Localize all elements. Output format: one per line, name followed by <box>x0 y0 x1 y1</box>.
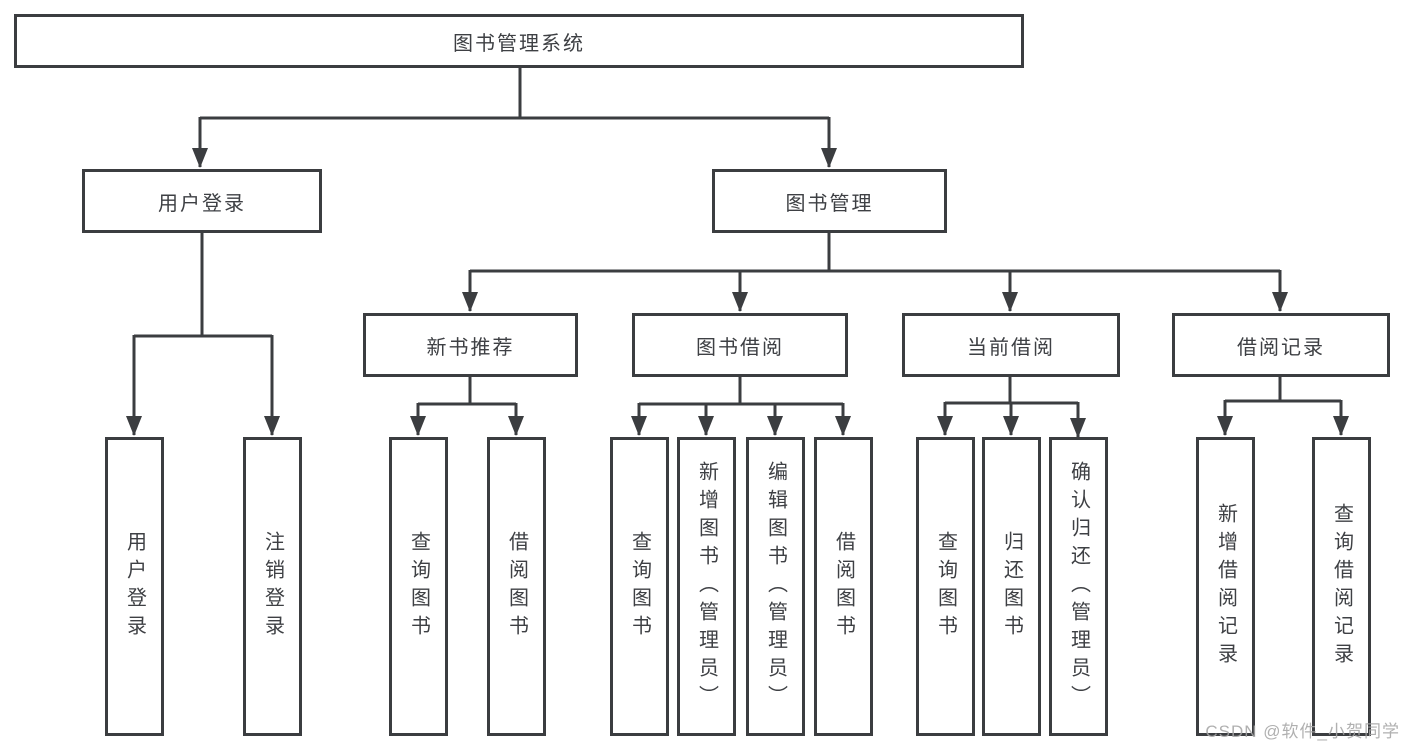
leaf-nbr-borrow-books: 借阅图书 <box>487 437 546 736</box>
leaf-cb-confirm-return-admin: 确认归还（管理员） <box>1049 437 1108 736</box>
node-user-login: 用户登录 <box>82 169 322 233</box>
node-library-management-system: 图书管理系统 <box>14 14 1024 68</box>
node-book-borrow: 图书借阅 <box>632 313 848 377</box>
leaf-br-query-record: 查询借阅记录 <box>1312 437 1371 736</box>
csdn-watermark: CSDN @软件_小贺同学 <box>1205 722 1400 741</box>
node-current-borrow: 当前借阅 <box>902 313 1120 377</box>
leaf-bb-edit-books-admin: 编辑图书（管理员） <box>746 437 805 736</box>
leaf-logout-login: 注销登录 <box>243 437 302 736</box>
leaf-bb-add-books-admin: 新增图书（管理员） <box>677 437 736 736</box>
node-new-book-recommend: 新书推荐 <box>363 313 578 377</box>
leaf-br-add-record: 新增借阅记录 <box>1196 437 1255 736</box>
leaf-bb-borrow-books: 借阅图书 <box>814 437 873 736</box>
leaf-cb-return-books: 归还图书 <box>982 437 1041 736</box>
leaf-user-login: 用户登录 <box>105 437 164 736</box>
leaf-bb-query-books: 查询图书 <box>610 437 669 736</box>
node-borrow-records: 借阅记录 <box>1172 313 1390 377</box>
leaf-cb-query-books: 查询图书 <box>916 437 975 736</box>
node-book-management: 图书管理 <box>712 169 947 233</box>
leaf-nbr-query-books: 查询图书 <box>389 437 448 736</box>
